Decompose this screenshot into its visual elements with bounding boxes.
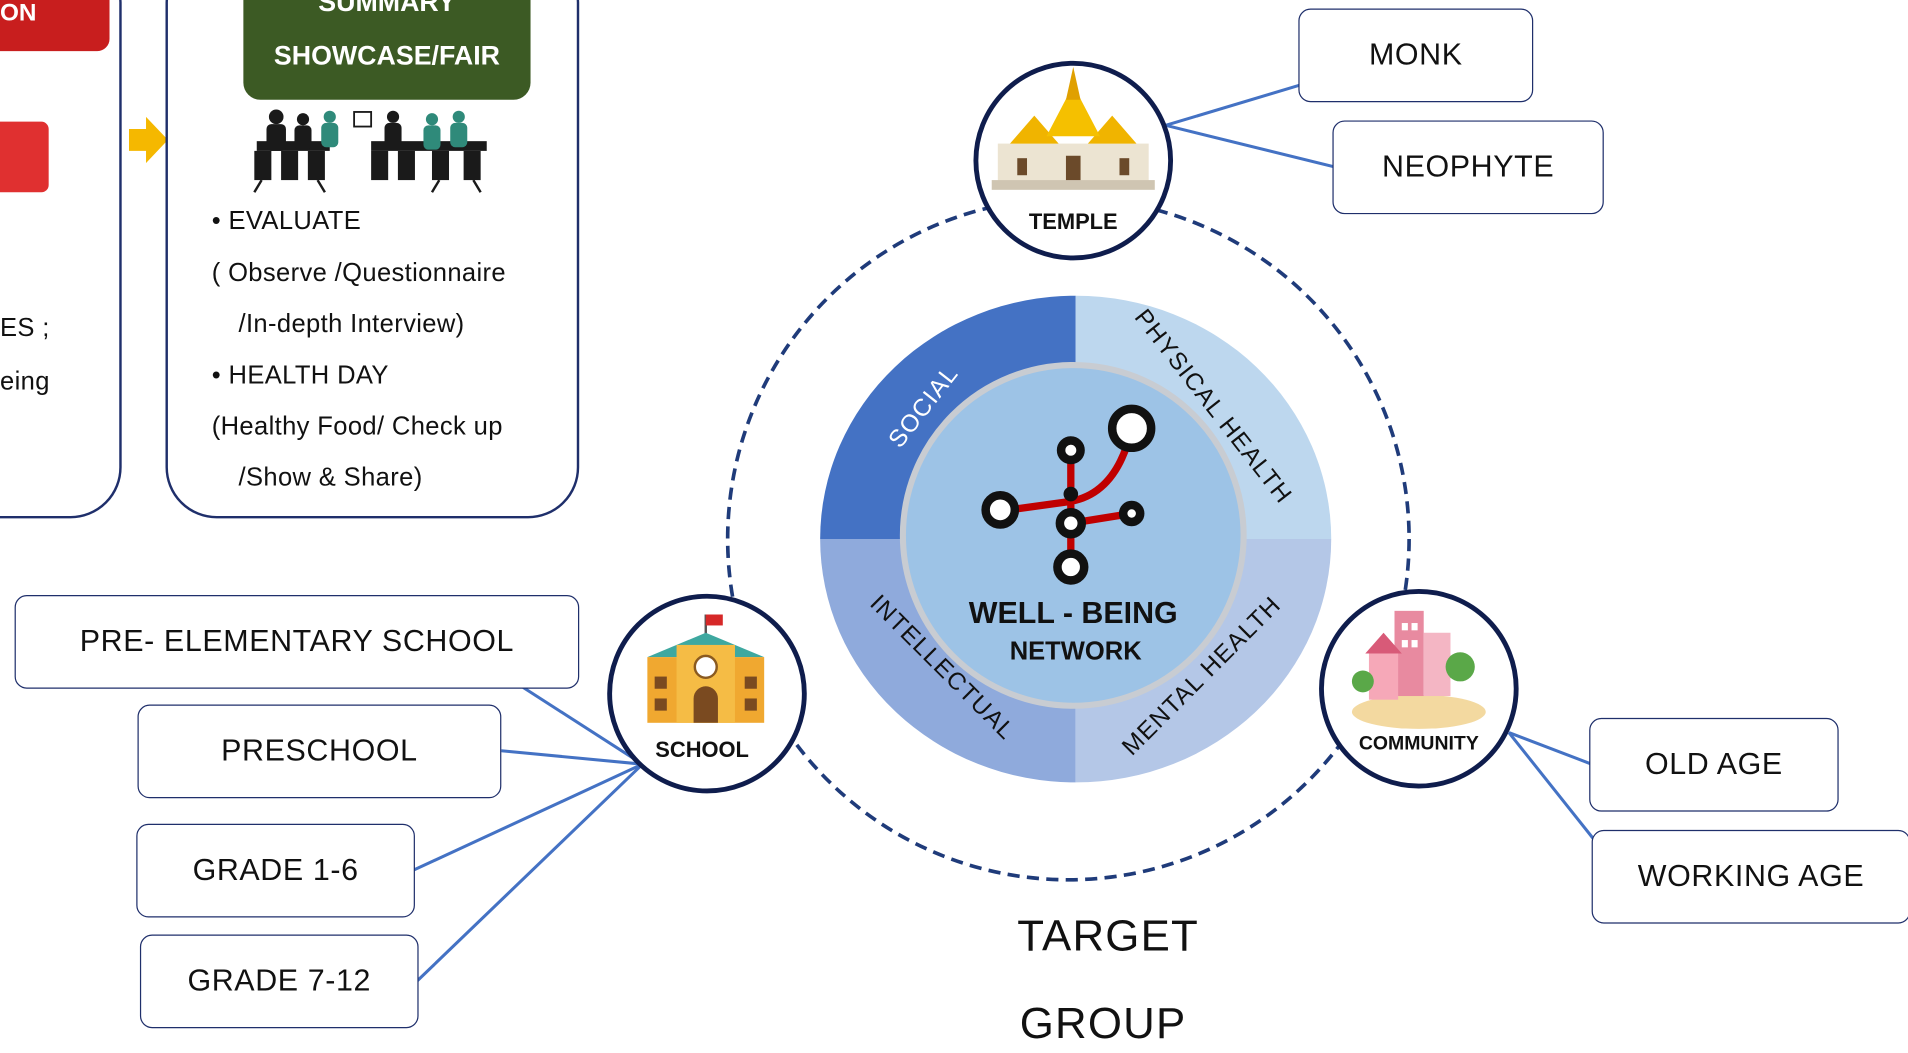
temple-label: TEMPLE xyxy=(1029,209,1118,234)
center-title-line2: NETWORK xyxy=(1010,638,1143,666)
target-grade-1-6: GRADE 1-6 xyxy=(136,823,415,918)
footer-target: TARGET xyxy=(1017,910,1200,961)
left-panel-tab: ON xyxy=(0,0,110,52)
center-title-line1: WELL - BEING xyxy=(969,596,1178,630)
target-monk: MONK xyxy=(1298,8,1534,103)
connector-pre-elementary xyxy=(522,686,644,766)
community-icon xyxy=(1351,610,1486,729)
connector-neophyte xyxy=(1165,123,1335,169)
target-old-age-label: OLD AGE xyxy=(1644,747,1783,782)
summary-bullet-health-detail2: /Show & Share) xyxy=(238,463,423,492)
target-working-age-label: WORKING AGE xyxy=(1637,859,1865,894)
network-icon xyxy=(981,404,1156,585)
summary-bullet-health-detail1: (Healthy Food/ Check up xyxy=(211,412,503,441)
summary-bullet-evaluate-detail1: ( Observe /Questionnaire xyxy=(211,259,506,288)
connector-grade-1-6 xyxy=(413,762,644,872)
target-neophyte-label: NEOPHYTE xyxy=(1382,149,1555,184)
connector-monk xyxy=(1165,83,1301,127)
target-monk-label: MONK xyxy=(1368,37,1463,72)
target-grade-7-12-label: GRADE 7-12 xyxy=(187,963,372,998)
target-neophyte: NEOPHYTE xyxy=(1332,120,1604,215)
target-working-age: WORKING AGE xyxy=(1591,829,1908,924)
target-old-age: OLD AGE xyxy=(1589,717,1839,812)
meeting-people-icon xyxy=(253,109,487,193)
connector-grade-7-12 xyxy=(416,763,644,982)
school-label: SCHOOL xyxy=(655,737,749,762)
school-node: SCHOOL xyxy=(607,593,807,794)
summary-bullet-evaluate-detail2: /In-depth Interview) xyxy=(238,310,465,339)
target-grade-1-6-label: GRADE 1-6 xyxy=(192,853,359,888)
community-node: COMMUNITY xyxy=(1319,588,1519,789)
left-panel-line2: eing xyxy=(0,367,50,396)
connector-old-age xyxy=(1508,731,1593,766)
school-icon xyxy=(647,614,765,723)
left-panel xyxy=(0,0,122,519)
community-label: COMMUNITY xyxy=(1359,733,1479,755)
summary-bullet-health-day: • HEALTH DAY xyxy=(211,361,389,390)
temple-icon xyxy=(991,66,1155,190)
summary-bullet-evaluate: • EVALUATE xyxy=(211,206,362,235)
connector-working-age xyxy=(1507,731,1596,841)
summary-header-line1: SUMMARY xyxy=(318,0,456,18)
arrow-right-icon xyxy=(128,116,168,164)
target-preschool-label: PRESCHOOL xyxy=(221,733,418,768)
left-panel-line1: ES ; xyxy=(0,313,50,342)
target-grade-7-12: GRADE 7-12 xyxy=(139,934,419,1029)
footer-group: GROUP xyxy=(1019,997,1187,1048)
summary-header-line2: SHOWCASE/FAIR xyxy=(273,40,500,71)
target-pre-elementary: PRE- ELEMENTARY SCHOOL xyxy=(14,595,580,689)
temple-node: TEMPLE xyxy=(973,60,1174,261)
connector-preschool xyxy=(501,749,643,766)
left-panel-icon xyxy=(0,121,49,193)
target-preschool: PRESCHOOL xyxy=(137,704,502,799)
summary-header: SUMMARY SHOWCASE/FAIR xyxy=(243,0,531,100)
left-panel-tab-text: ON xyxy=(0,0,37,27)
target-pre-elementary-label: PRE- ELEMENTARY SCHOOL xyxy=(79,624,515,659)
